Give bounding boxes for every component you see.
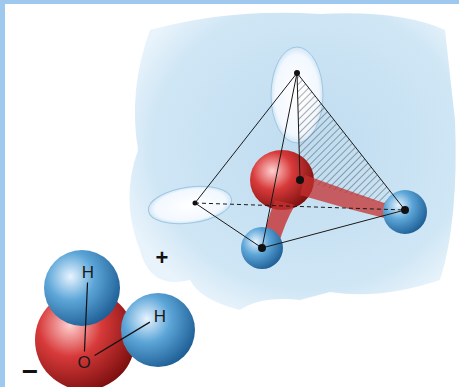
bond-line (84, 283, 87, 352)
hydrogen-sphere (121, 293, 195, 367)
blue-cloud (129, 13, 455, 310)
bond-line (95, 322, 150, 355)
atom-node: H (79, 263, 97, 282)
hydrogen-sphere (44, 250, 120, 326)
frame-top (0, 0, 459, 4)
atom-symbol: O (77, 354, 90, 371)
vertex-dots (193, 70, 410, 252)
atom-symbol: H (154, 308, 166, 325)
hydrogen-sphere (241, 227, 283, 269)
charge-sign: + (156, 247, 169, 269)
atom-node: O (74, 353, 93, 372)
tetrahedron-edges (195, 73, 405, 248)
hydrogen-sphere (383, 190, 427, 234)
atom-node: H (151, 307, 169, 326)
lone-pair-lobe (146, 181, 234, 228)
atom-symbol: H (82, 264, 94, 281)
charge-sign: − (22, 358, 38, 386)
frame-left (0, 0, 5, 387)
